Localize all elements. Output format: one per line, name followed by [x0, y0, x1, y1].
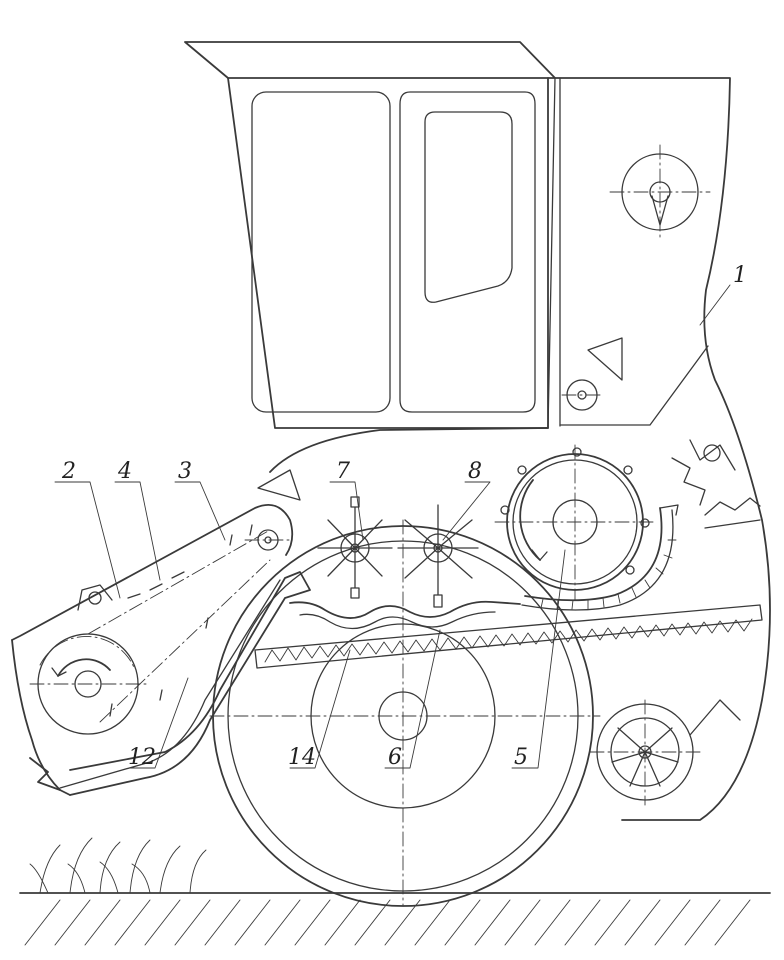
cab-window-left	[251, 91, 391, 413]
callout-5: 5	[514, 745, 528, 770]
callout-labels: 1 2 3 4 5 6 7 8 12 14	[61, 263, 747, 770]
straw-walker	[671, 439, 761, 529]
small-pulley	[561, 337, 623, 411]
concave	[289, 600, 521, 630]
rear-beater	[397, 504, 479, 608]
drive-wheel	[209, 519, 601, 907]
feeder-housing	[11, 504, 311, 796]
cab-door-glass	[424, 111, 513, 303]
body-outline	[257, 77, 771, 821]
front-beater	[317, 496, 393, 599]
callout-3: 3	[178, 459, 192, 484]
callout-1: 1	[733, 263, 747, 288]
upper-fan	[609, 144, 711, 241]
callout-12: 12	[128, 745, 156, 770]
callout-7: 7	[336, 459, 350, 484]
feeder-lower-drum	[29, 633, 151, 735]
grain-pan	[254, 604, 763, 669]
cab-door-window	[399, 91, 536, 413]
leader-lines	[54, 284, 731, 769]
callout-2: 2	[61, 459, 76, 484]
callout-14: 14	[288, 745, 316, 770]
callout-4: 4	[117, 459, 132, 484]
callout-6: 6	[388, 745, 402, 770]
cab	[184, 41, 556, 429]
threshing-drum	[494, 444, 679, 611]
cleaning-fan	[589, 699, 741, 806]
feeder-chain-conveyor	[87, 524, 271, 723]
callout-8: 8	[468, 459, 482, 484]
ground	[19, 837, 771, 946]
feeder-upper-drum	[244, 529, 291, 551]
